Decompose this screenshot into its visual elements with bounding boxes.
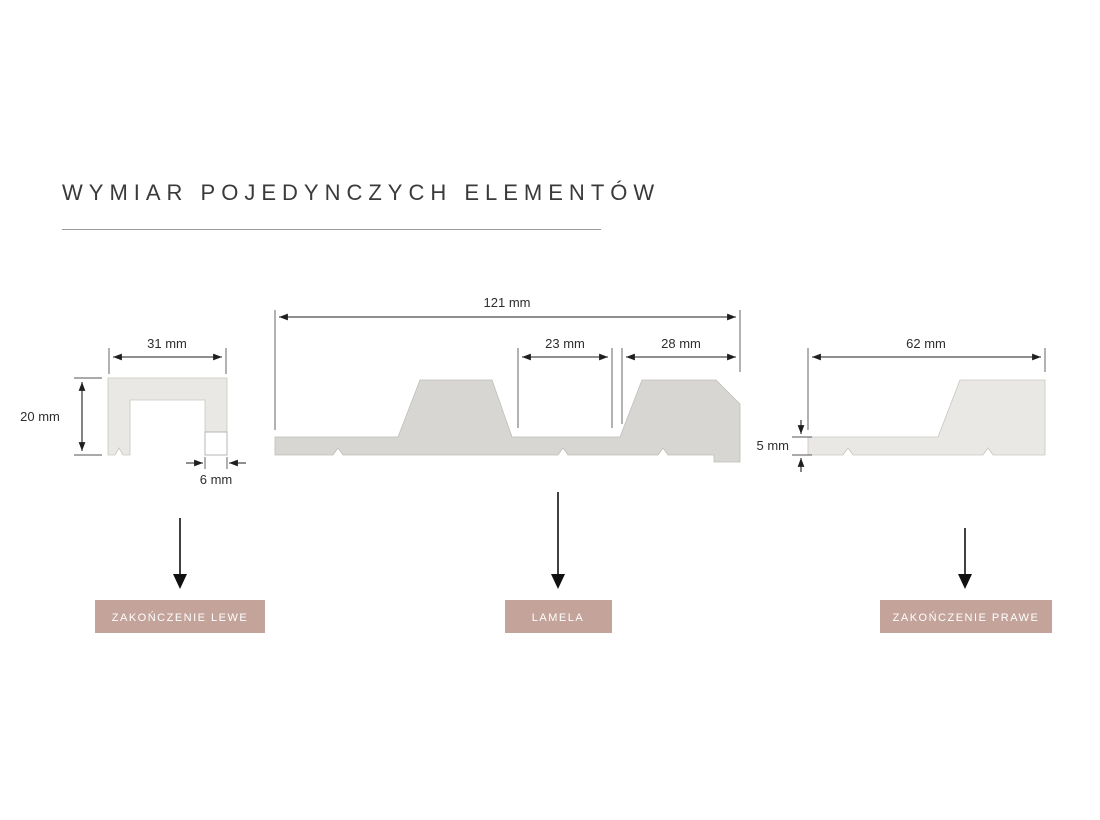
- down-arrow-right: [958, 528, 972, 589]
- left-end-profile-shape: [107, 377, 228, 456]
- lamela-groove-dim-label: 23 mm: [545, 336, 585, 351]
- base-thickness-dim-label: 5 mm: [757, 438, 790, 453]
- down-arrow-left: [173, 518, 187, 589]
- title-divider: [62, 229, 601, 230]
- left-end-notch-box: [204, 431, 228, 456]
- label-lamela: LAMELA: [505, 600, 612, 633]
- label-left-end-box: [95, 600, 265, 633]
- label-right-end-box: [880, 600, 1052, 633]
- label-right-end: ZAKOŃCZENIE PRAWE: [880, 600, 1052, 633]
- lamela-ridge-dim-label: 28 mm: [661, 336, 701, 351]
- label-left-end: ZAKOŃCZENIE LEWE: [95, 600, 265, 633]
- page-title: WYMIAR POJEDYNCZYCH ELEMENTÓW: [62, 180, 661, 205]
- label-left-end-text: ZAKOŃCZENIE LEWE: [112, 611, 248, 624]
- left-notch-dim-label: 6 mm: [200, 472, 233, 487]
- label-lamela-box: [505, 600, 612, 633]
- left-width-dim-label: 31 mm: [147, 336, 187, 351]
- label-right-end-text: ZAKOŃCZENIE PRAWE: [893, 611, 1040, 624]
- down-arrow-middle: [551, 492, 565, 589]
- label-lamela-text: LAMELA: [532, 612, 584, 624]
- lamela-profile-shape: [274, 379, 741, 463]
- right-end-profile-shape: [807, 379, 1046, 456]
- right-width-dim-label: 62 mm: [906, 336, 946, 351]
- left-height-dim-label: 20 mm: [20, 409, 60, 424]
- lamela-total-dim-label: 121 mm: [484, 295, 531, 310]
